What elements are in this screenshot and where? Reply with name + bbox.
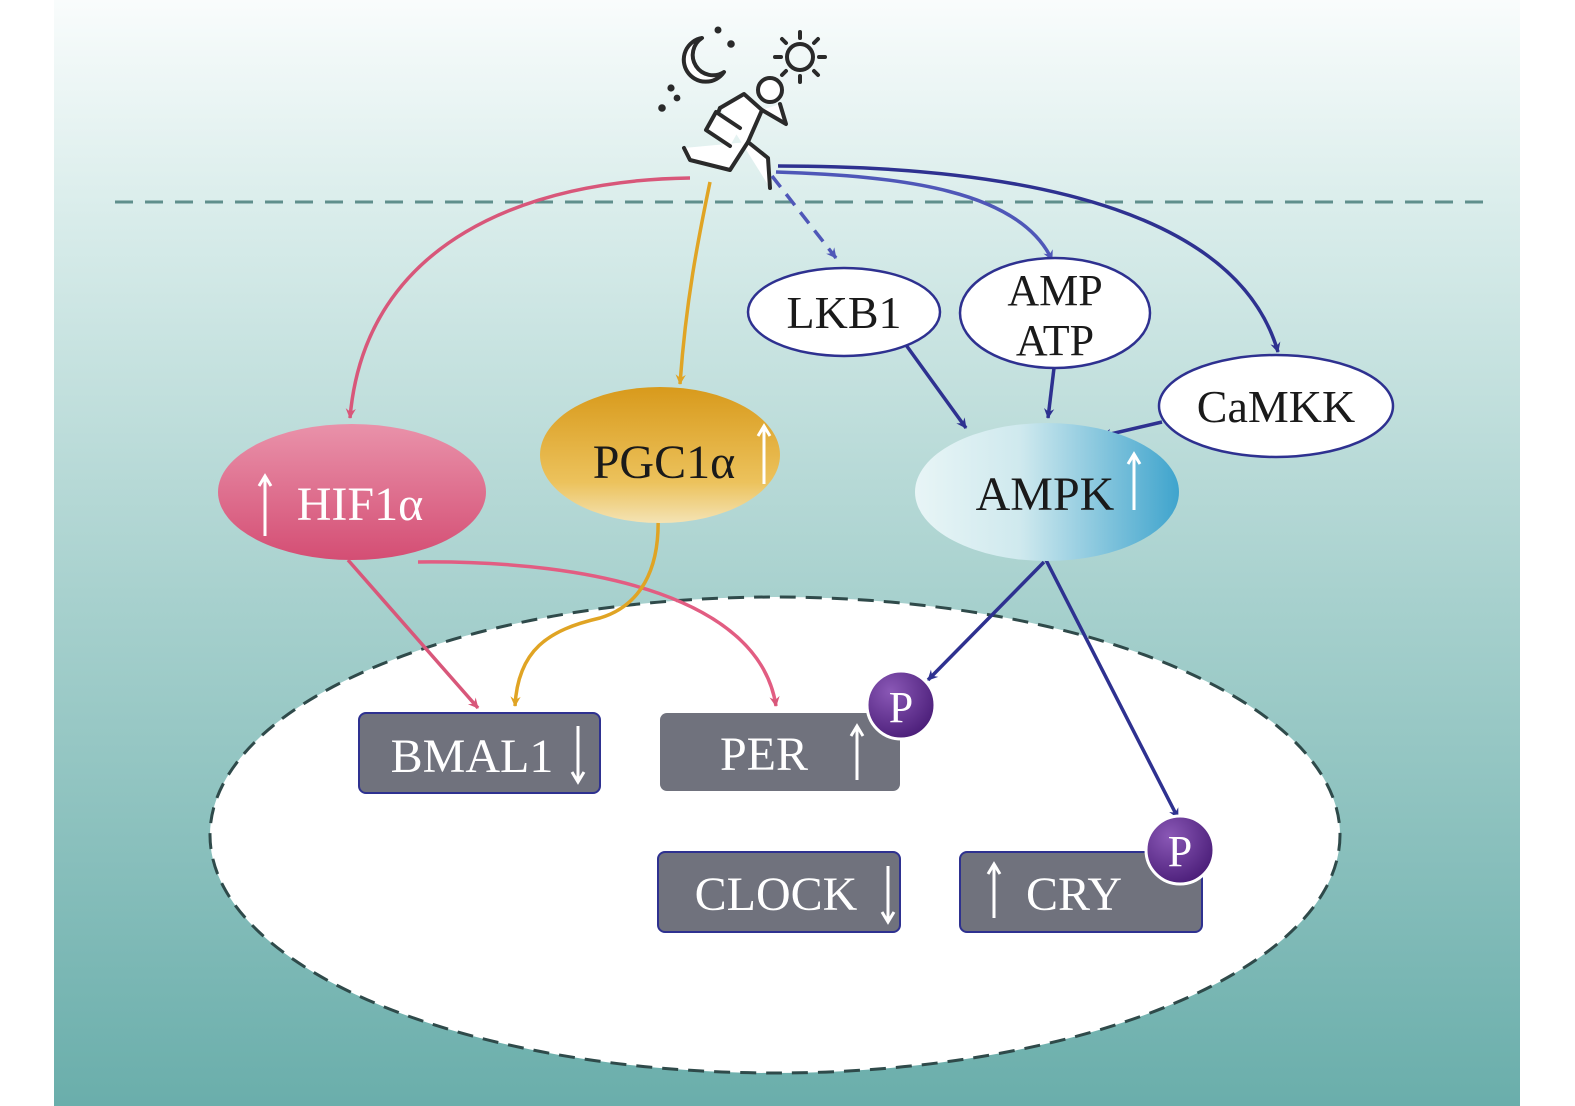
amp-label: AMP bbox=[1007, 266, 1102, 315]
arrow-ampk-to-cry bbox=[1044, 559, 1180, 819]
running-person-icon bbox=[682, 76, 788, 190]
arrow-hif1a-to-bmal1 bbox=[346, 558, 480, 710]
up-arrow-icon bbox=[257, 473, 273, 536]
sun-icon bbox=[773, 30, 827, 84]
node-hif1a: HIF1α bbox=[218, 424, 486, 560]
up-arrow-icon bbox=[849, 723, 865, 780]
cry-label: CRY bbox=[1026, 868, 1122, 921]
up-arrow-icon bbox=[756, 423, 772, 484]
atp-label: ATP bbox=[1016, 316, 1094, 365]
up-arrow-icon bbox=[986, 861, 1002, 918]
clock-label: CLOCK bbox=[695, 868, 858, 921]
phospho-badge-per: P bbox=[865, 669, 937, 741]
gene-clock: CLOCK bbox=[657, 851, 901, 933]
up-arrow-icon bbox=[1126, 451, 1142, 510]
arrow-lkb1-to-ampk bbox=[904, 343, 968, 430]
bmal1-label: BMAL1 bbox=[391, 730, 554, 783]
arrow-amp-atp-to-ampk bbox=[1044, 367, 1056, 419]
arrow-pgc1a-to-bmal1 bbox=[510, 515, 660, 707]
phospho-badge-cry: P bbox=[1144, 814, 1216, 886]
lkb1-label: LKB1 bbox=[787, 287, 902, 338]
arrow-exercise-to-camkk bbox=[777, 164, 1281, 353]
exercise-icon-group bbox=[658, 26, 827, 190]
camkk-label: CaMKK bbox=[1197, 381, 1355, 432]
arrow-ampk-to-per bbox=[926, 560, 1046, 682]
arrow-exercise-to-hif1a bbox=[345, 176, 691, 419]
hif1a-label: HIF1α bbox=[297, 478, 424, 531]
arrow-exercise-to-amp-atp bbox=[775, 170, 1054, 261]
node-pgc1a: PGC1α bbox=[540, 387, 780, 523]
per-label: PER bbox=[720, 728, 808, 781]
moon-icon bbox=[658, 26, 735, 112]
arrow-exercise-to-pgc1a bbox=[675, 181, 712, 385]
node-camkk: CaMKK bbox=[1157, 353, 1395, 459]
ampk-label: AMPK bbox=[976, 468, 1115, 521]
node-amp-atp: AMP ATP bbox=[958, 256, 1152, 370]
gene-per: PER bbox=[660, 713, 900, 791]
gene-cry: CRY bbox=[959, 851, 1203, 933]
phospho-cry-label: P bbox=[1168, 827, 1192, 876]
down-arrow-icon bbox=[570, 726, 586, 785]
down-arrow-icon bbox=[880, 866, 896, 925]
gene-bmal1: BMAL1 bbox=[358, 712, 601, 794]
node-ampk: AMPK bbox=[915, 423, 1179, 561]
phospho-per-label: P bbox=[889, 683, 913, 732]
arrow-hif1a-to-per bbox=[417, 560, 780, 707]
arrow-exercise-to-lkb1 bbox=[770, 174, 838, 260]
pgc1a-label: PGC1α bbox=[593, 436, 736, 489]
node-lkb1: LKB1 bbox=[746, 266, 942, 358]
